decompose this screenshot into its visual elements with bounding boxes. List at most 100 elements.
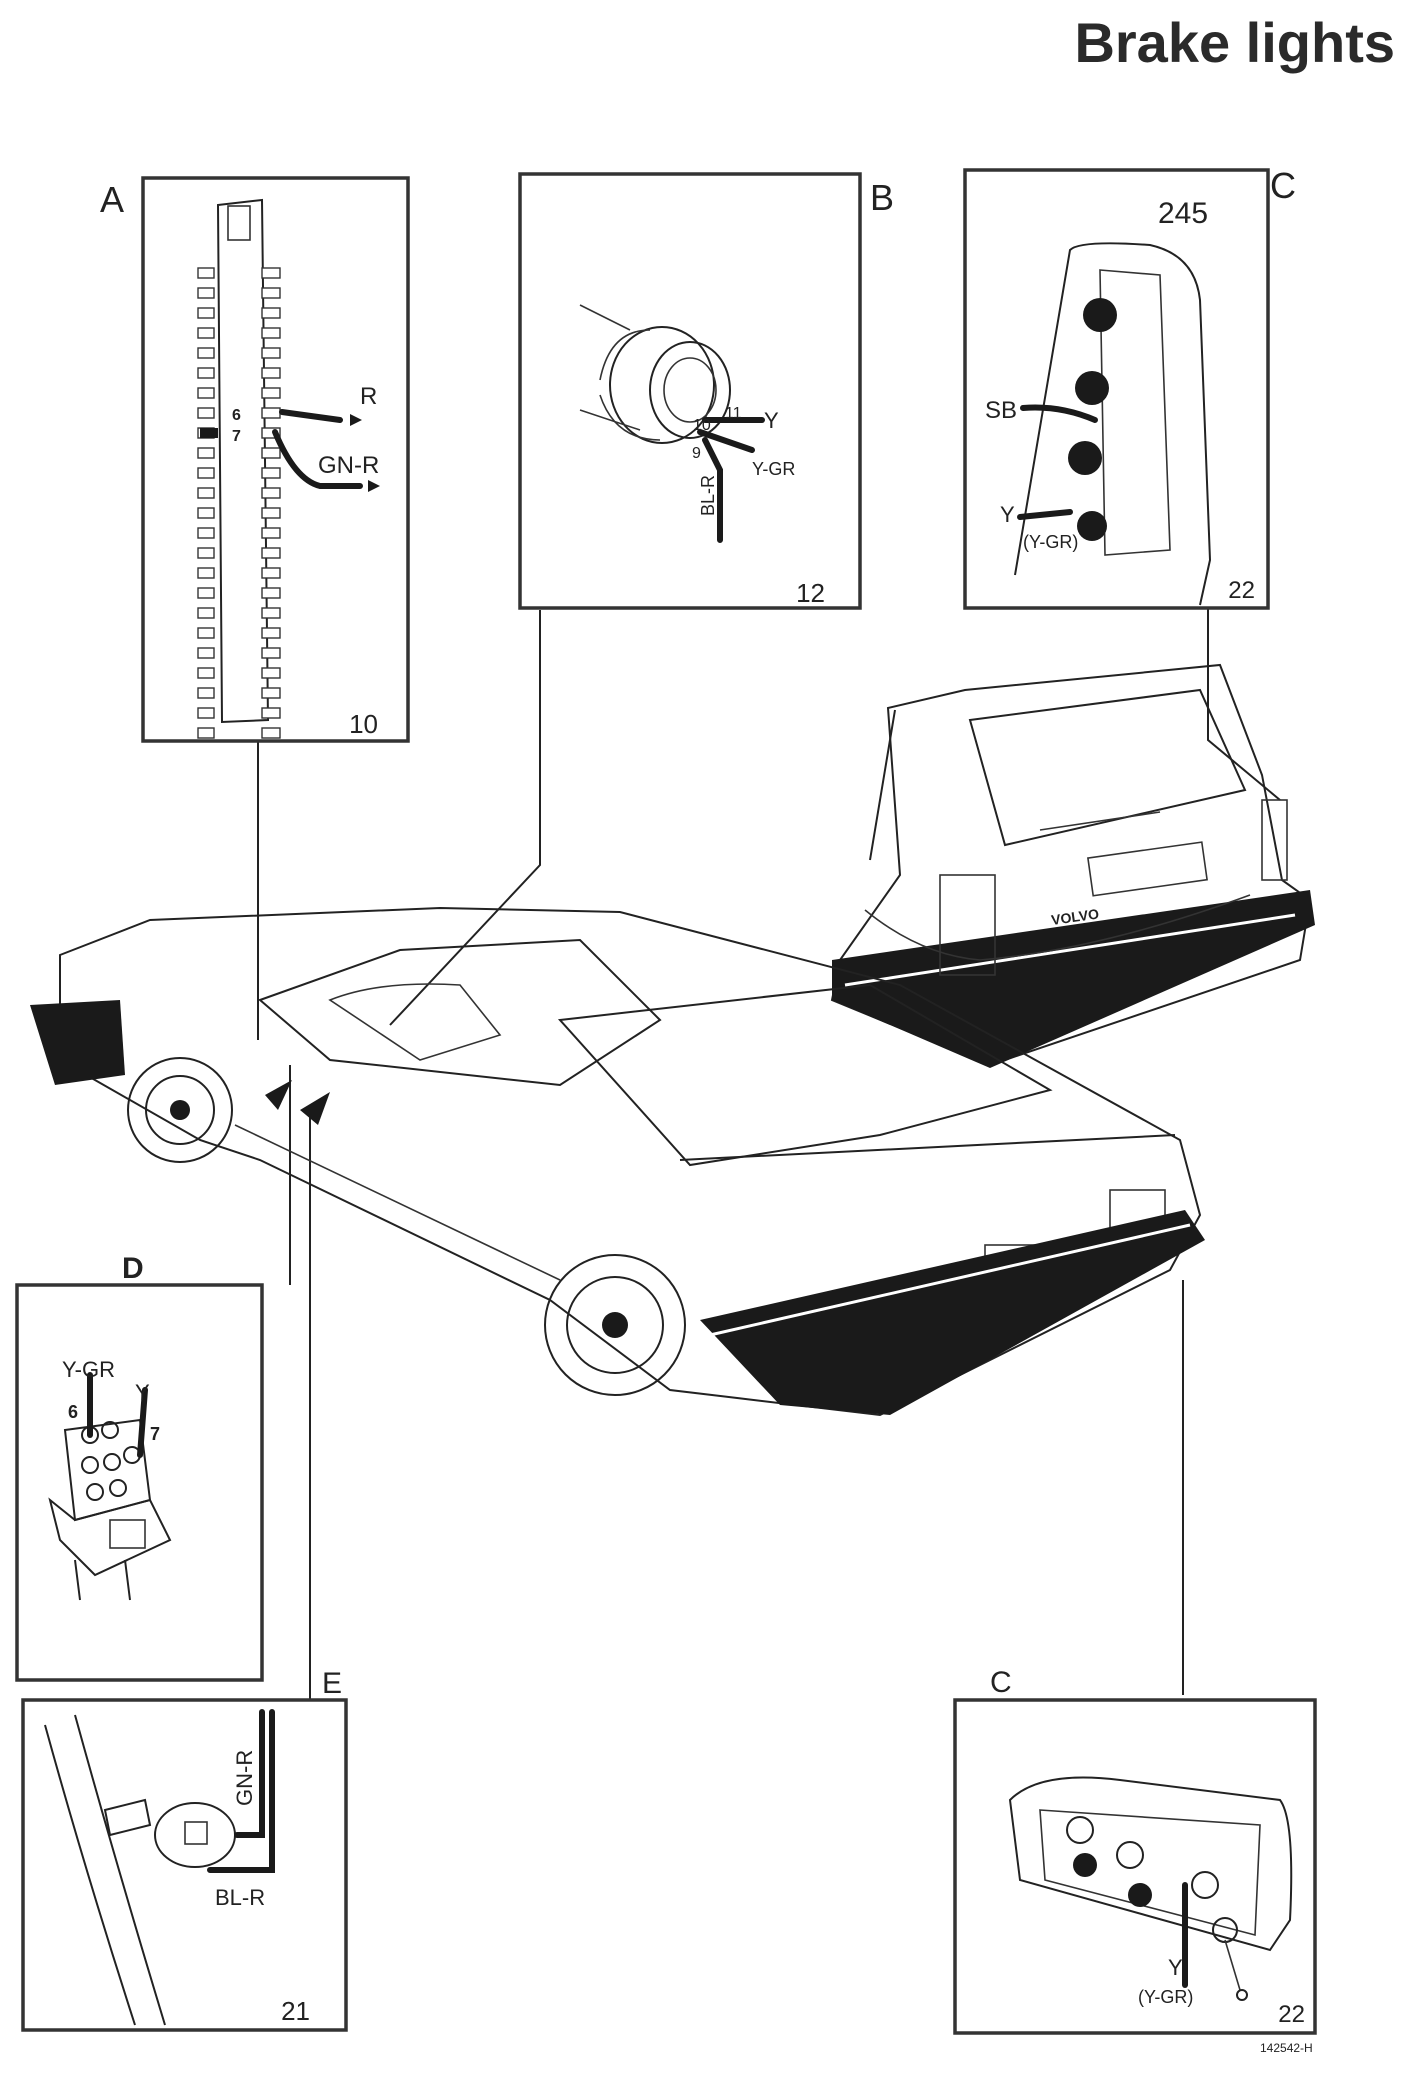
pin-9-label: 9	[692, 445, 701, 462]
wire-ygr-label: Y-GR	[752, 459, 795, 479]
fuse-terminal	[197, 607, 215, 619]
fuse-terminal	[197, 467, 215, 479]
multi-pin-connector-drawing	[579, 304, 731, 444]
panel-a-letter: A	[100, 179, 124, 220]
panel-c-top-letter: C	[1270, 165, 1296, 206]
bulb-4	[1077, 511, 1107, 541]
pointer-arrow-1	[265, 1080, 292, 1110]
sedan-car-drawing	[30, 906, 1205, 1417]
arrow-out-icon	[368, 480, 380, 492]
fuse-terminal	[261, 547, 281, 559]
fuse-terminal	[197, 327, 215, 339]
fuse-terminal	[261, 587, 281, 599]
fuse-terminal	[261, 647, 281, 659]
fuse-terminal	[261, 407, 281, 419]
estate-rear-bumper	[832, 890, 1315, 1068]
panel-d-frame	[15, 1283, 264, 1682]
fuse-box-drawing	[197, 198, 281, 739]
fuse-terminal	[261, 567, 281, 579]
wire-gnr-label-e: GN-R	[232, 1750, 257, 1806]
fuse-terminal	[261, 527, 281, 539]
wire-y-label: Y	[764, 408, 779, 433]
arrow-in-icon	[350, 414, 362, 426]
fuse-terminal	[197, 507, 215, 519]
panel-e-number: 21	[281, 1996, 310, 2026]
fuse-terminal	[261, 287, 281, 299]
fuse-terminal	[197, 447, 215, 459]
wire-ygr-label-d: Y-GR	[62, 1357, 115, 1382]
page-title: Brake lights	[1074, 11, 1395, 74]
tail-light-sedan-drawing	[1008, 1776, 1293, 1952]
bulb-1	[1083, 298, 1117, 332]
fuse-terminal	[197, 307, 215, 319]
panel-c-top: C 245 22 SB Y (Y-GR)	[963, 165, 1296, 610]
sedan-front-bumper	[30, 1000, 125, 1085]
tail-light-245-drawing	[1014, 242, 1212, 606]
pin-7-label: 7	[232, 428, 241, 445]
fuse-terminal	[197, 547, 215, 559]
wire-ygr-label-cb: (Y-GR)	[1138, 1987, 1193, 2007]
fuse-terminal	[197, 587, 215, 599]
fuse-terminal	[197, 367, 215, 379]
fuse-terminal	[197, 527, 215, 539]
fuse-terminal	[197, 627, 215, 639]
fuse-terminal	[261, 507, 281, 519]
fuse-terminal	[261, 727, 281, 739]
fuse-terminal	[261, 467, 281, 479]
wire-r-label: R	[360, 383, 377, 410]
wire-y-label-c: Y	[1000, 502, 1015, 527]
pin-6-label-d: 6	[68, 1402, 78, 1422]
fuse-terminal	[261, 387, 281, 399]
model-label: 245	[1158, 197, 1208, 230]
panel-d-letter: D	[122, 1252, 144, 1285]
panel-c-bottom-letter: C	[990, 1666, 1012, 1699]
fuse-terminal	[261, 267, 281, 279]
leader-lines	[257, 608, 1281, 1700]
pin-6-label: 6	[232, 407, 241, 424]
fuse-terminal	[261, 487, 281, 499]
fuse-terminal	[261, 427, 281, 439]
fuse-terminal-7	[200, 428, 218, 438]
fuse-terminal	[261, 367, 281, 379]
fuse-terminal	[197, 407, 215, 419]
panel-c-top-frame	[963, 168, 1270, 610]
panel-e-letter: E	[322, 1667, 342, 1700]
panel-c-bottom-frame	[953, 1698, 1317, 2035]
fuse-terminal	[197, 707, 215, 719]
wire-y-label-d: Y	[135, 1380, 150, 1405]
panel-c-bottom: C 22 Y (Y-GR)	[953, 1666, 1317, 2035]
fuse-terminal	[197, 647, 215, 659]
fuse-terminal	[261, 347, 281, 359]
fuse-terminal	[261, 307, 281, 319]
pin-10-label: 10	[693, 417, 711, 434]
fuse-terminal	[197, 347, 215, 359]
panel-d: D Y-GR Y 6 7	[15, 1252, 264, 1682]
volvo-badge: VOLVO	[1050, 905, 1100, 928]
fuse-terminal	[261, 687, 281, 699]
pointer-arrow-2	[300, 1092, 330, 1125]
fuse-terminal	[261, 627, 281, 639]
panel-c-bottom-number: 22	[1278, 2001, 1305, 2028]
panel-e: E 21 GN-R BL-R	[21, 1667, 348, 2032]
panel-a: A 10 6 7 R GN-R	[100, 176, 410, 743]
panel-b: B 12 Y Y-GR BL-R 9 10 11	[518, 172, 894, 610]
pin-7-label-d: 7	[150, 1424, 160, 1444]
sedan-rear-bumper	[700, 1210, 1205, 1415]
wire-blr-label: BL-R	[698, 475, 718, 516]
panel-b-number: 12	[796, 578, 825, 608]
fuse-terminal	[197, 727, 215, 739]
fuse-terminal	[261, 667, 281, 679]
wire-gnr-label: GN-R	[318, 452, 379, 479]
fuse-terminal	[197, 567, 215, 579]
fuse-terminal	[197, 687, 215, 699]
fuse-terminal	[261, 607, 281, 619]
figure-code: 142542-H	[1260, 2041, 1313, 2055]
panel-b-frame	[518, 172, 862, 610]
panel-a-number: 10	[349, 709, 378, 739]
fuse-terminal	[197, 667, 215, 679]
wire-blr-label-e: BL-R	[215, 1885, 265, 1910]
fuse-terminal	[261, 707, 281, 719]
fuse-terminal	[197, 287, 215, 299]
fuse-terminal	[261, 447, 281, 459]
